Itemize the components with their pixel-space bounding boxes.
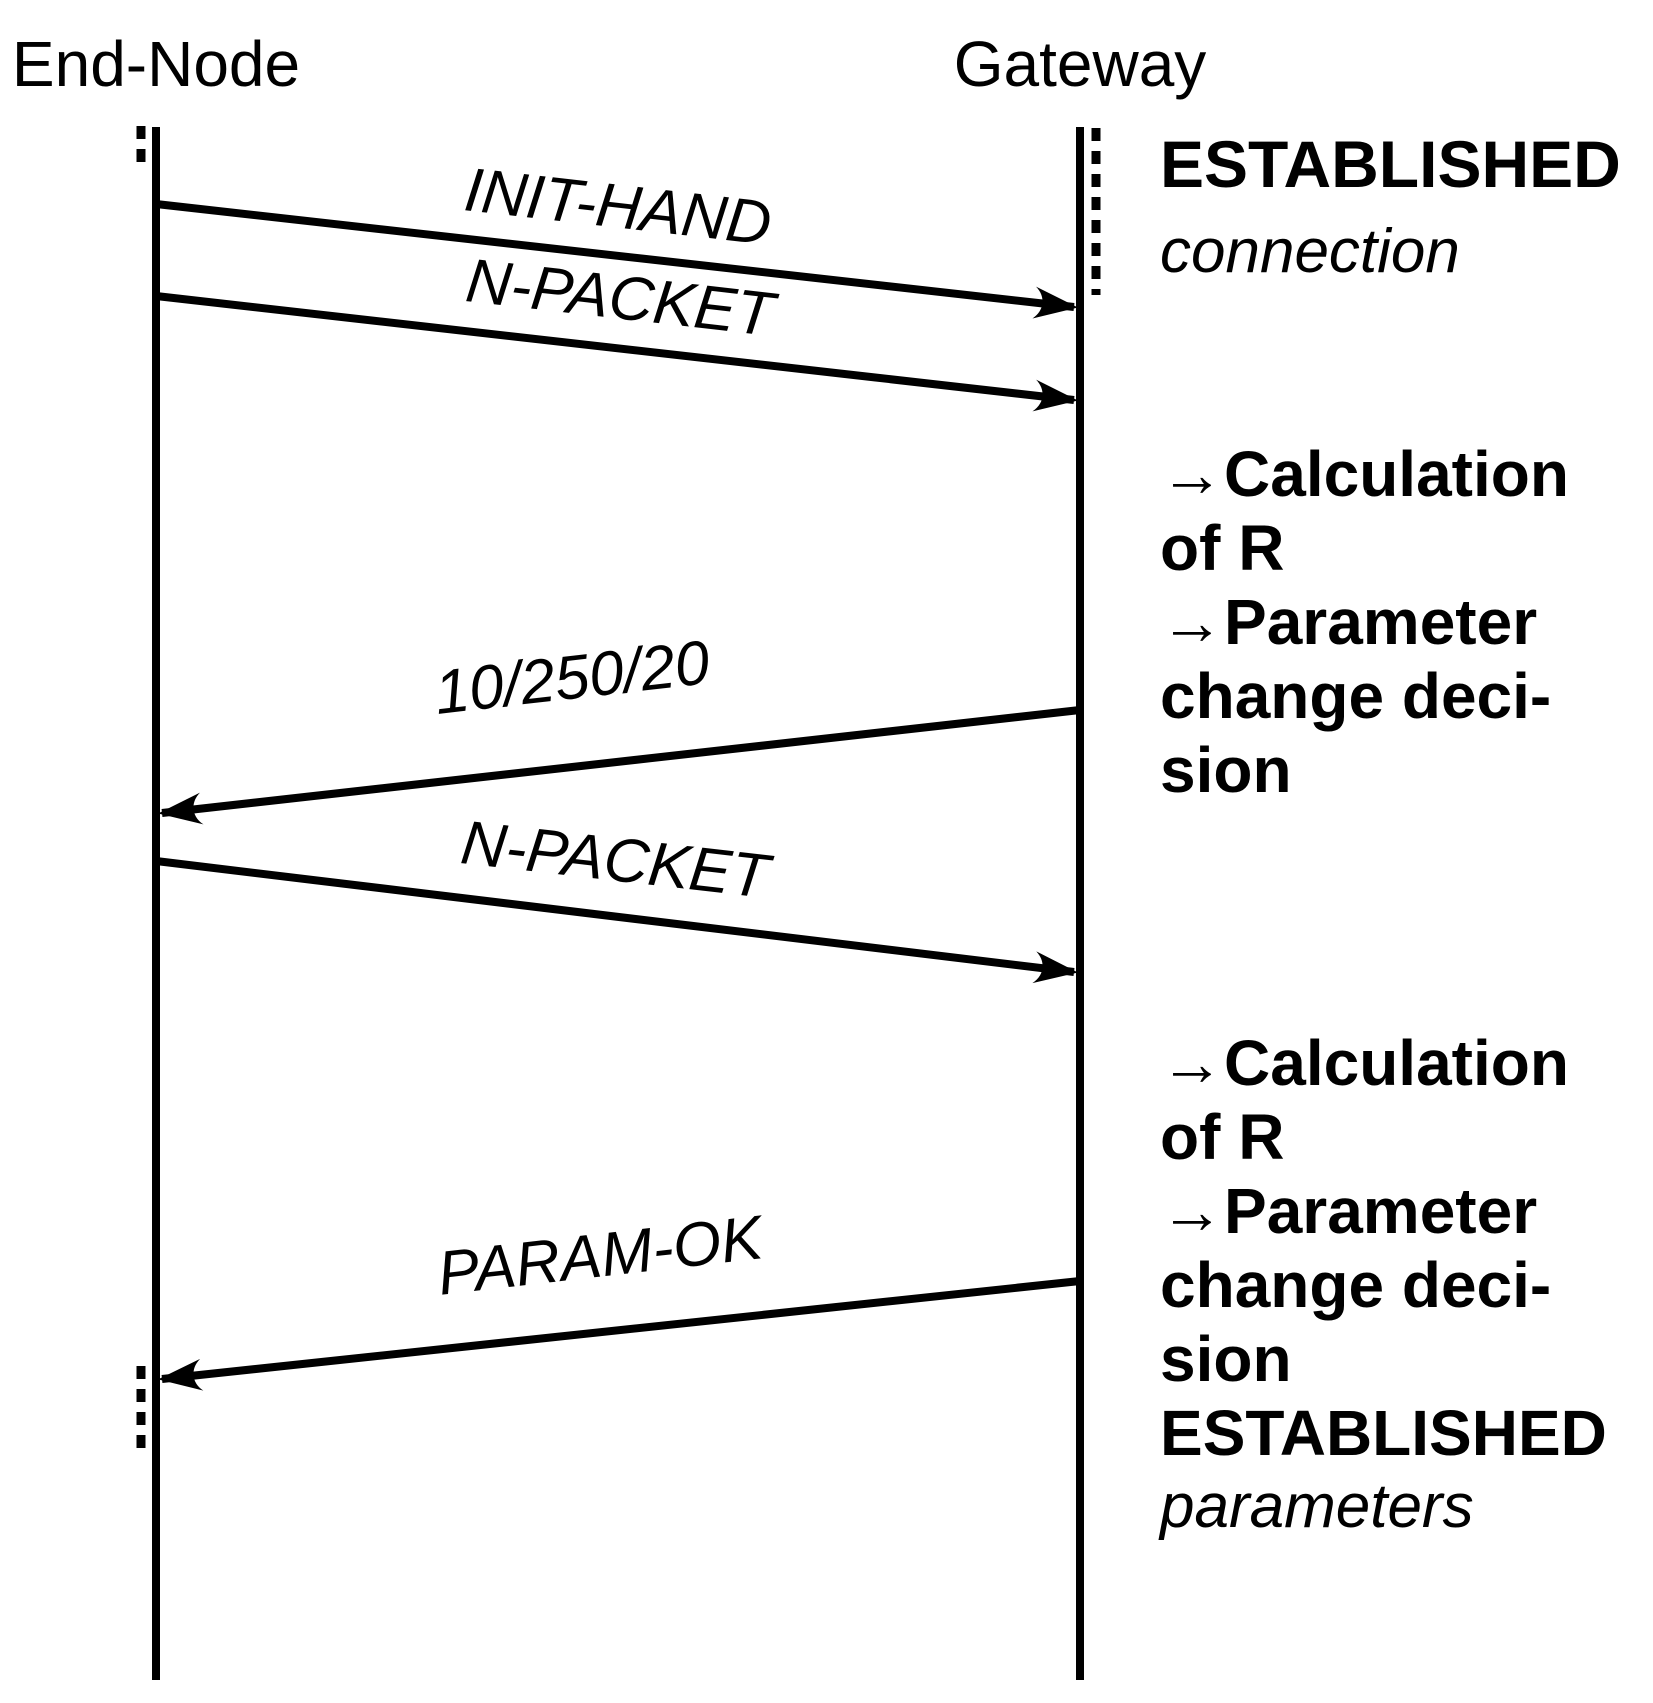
end-node-actor-label: End-Node xyxy=(11,28,301,100)
right-arrow-glyph: → xyxy=(1160,586,1224,658)
note-line-text: Calculation xyxy=(1224,438,1569,510)
state-qualifier: parameters xyxy=(1160,1472,1474,1541)
note-line-text: sion xyxy=(1160,1323,1292,1395)
note-line-text: change deci- xyxy=(1160,1249,1552,1321)
state-title: ESTABLISHED xyxy=(1160,127,1621,201)
note-line: of R xyxy=(1160,511,1569,585)
right-arrow-glyph: → xyxy=(1160,1175,1224,1247)
note-line-text: Calculation xyxy=(1224,1027,1569,1099)
note-line-text: of R xyxy=(1160,1101,1285,1173)
note-line-text: sion xyxy=(1160,734,1292,806)
arrow-init-hand xyxy=(155,200,1078,319)
state-title: ESTABLISHED xyxy=(1160,1397,1607,1469)
right-arrow-glyph: → xyxy=(1160,438,1224,510)
note-line-text: Parameter xyxy=(1224,1175,1538,1247)
arrow-n-packet-2 xyxy=(155,857,1078,984)
arrow-param-ok xyxy=(158,1277,1081,1391)
note-line: sion xyxy=(1160,733,1569,807)
arrow-10-250-20 xyxy=(158,706,1081,825)
right-arrow-glyph: → xyxy=(1160,1027,1224,1099)
note-line: change deci- xyxy=(1160,659,1569,733)
state-qualifier: connection xyxy=(1160,217,1460,286)
note-line-text: Parameter xyxy=(1224,586,1538,658)
note-line: change deci- xyxy=(1160,1248,1607,1322)
note-line: →Parameter xyxy=(1160,1174,1607,1248)
note-line: of R xyxy=(1160,1100,1607,1174)
note-line: sion xyxy=(1160,1322,1607,1396)
note-line: →Calculation xyxy=(1160,1026,1607,1100)
note-line-text: change deci- xyxy=(1160,660,1552,732)
gateway-actor-label: Gateway xyxy=(953,28,1207,100)
note-line-text: of R xyxy=(1160,512,1285,584)
connection-established-note: ESTABLISHED connection xyxy=(1160,120,1621,296)
note-line: →Calculation xyxy=(1160,437,1569,511)
note-line: →Parameter xyxy=(1160,585,1569,659)
gateway-note-1: →Calculation of R →Parameter change deci… xyxy=(1160,437,1569,807)
arrow-n-packet-1 xyxy=(155,292,1078,412)
gateway-note-2: →Calculation of R →Parameter change deci… xyxy=(1160,1026,1607,1544)
